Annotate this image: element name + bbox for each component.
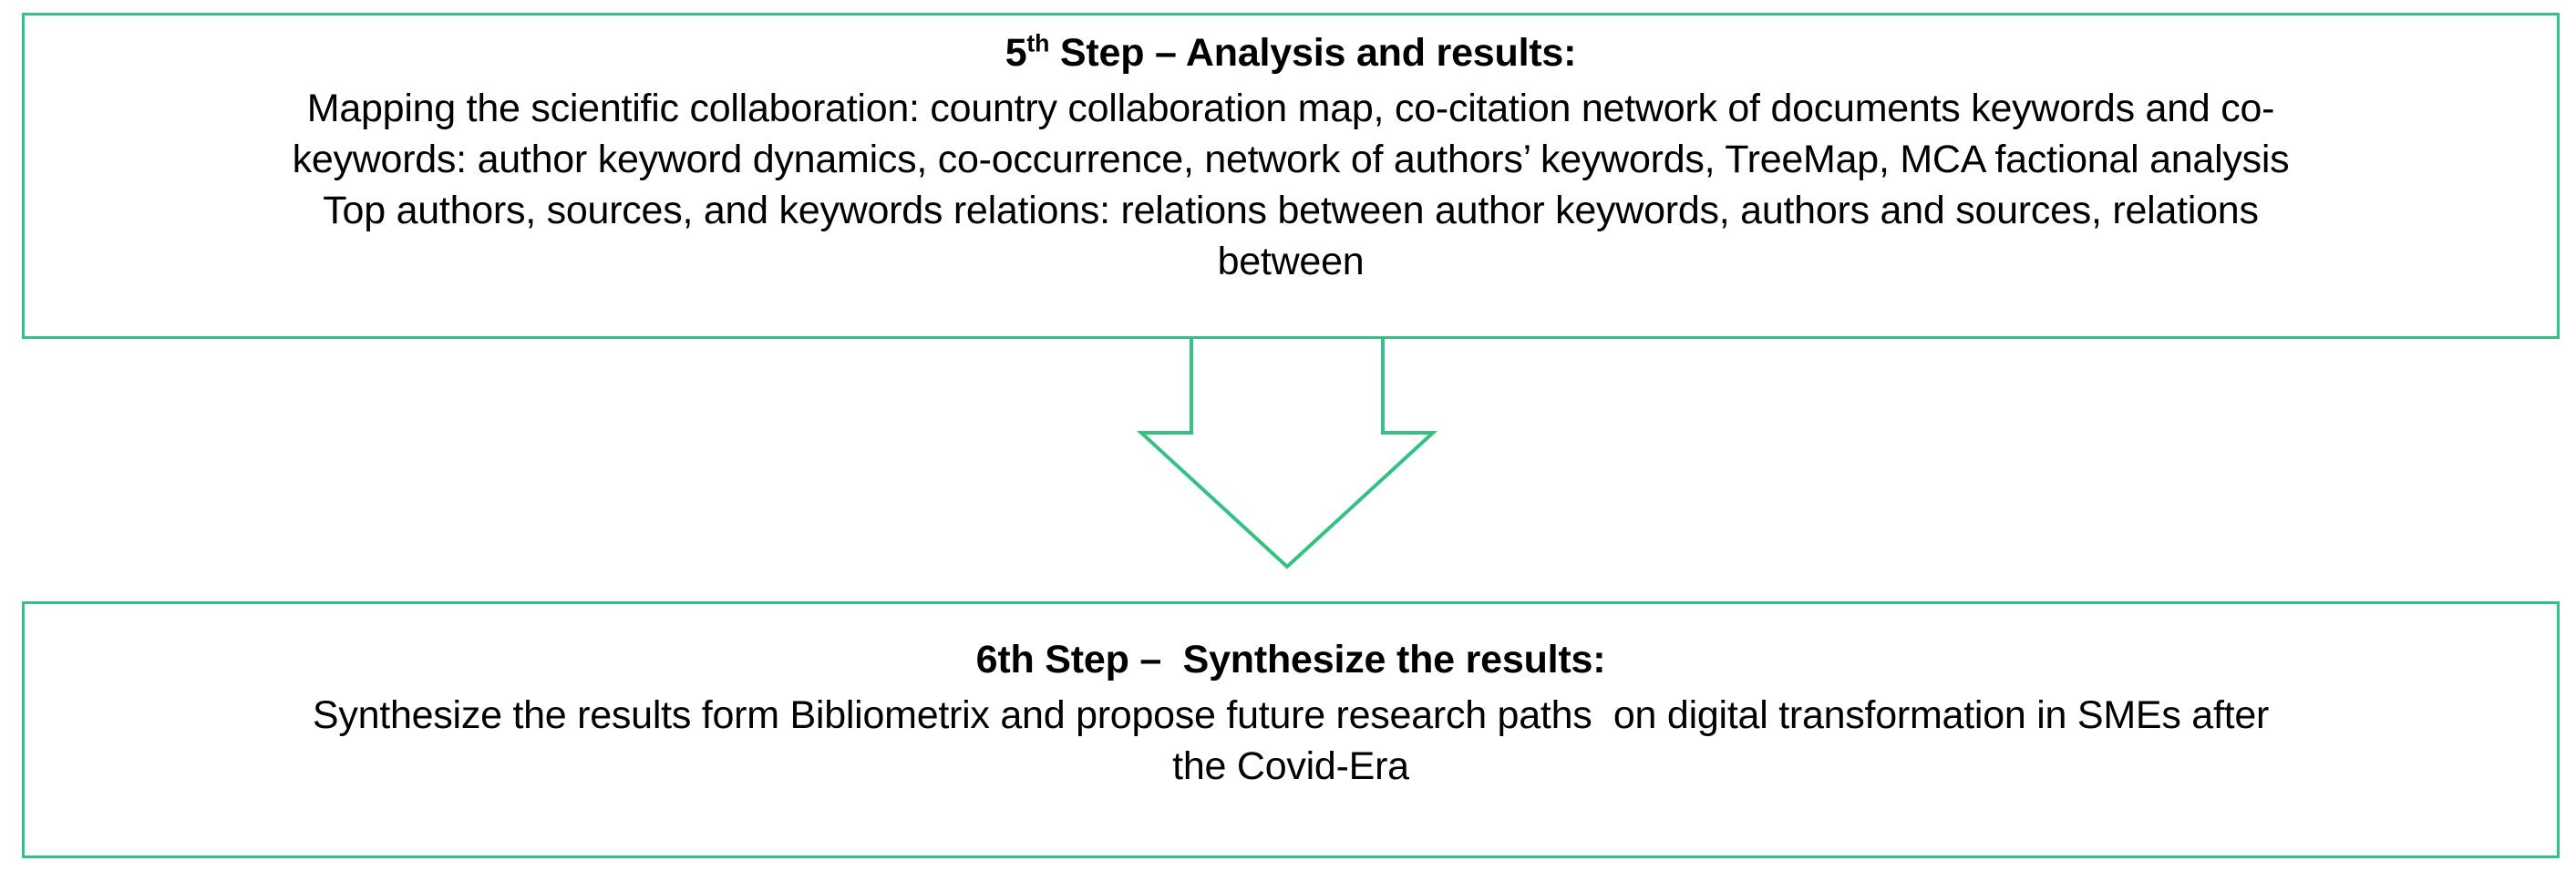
step-6-title-rest: Step – Synthesize the results:: [1034, 638, 1606, 681]
step-6-title-number: 6th: [975, 638, 1035, 681]
step-5-body-line-3: Top authors, sources, and keywords relat…: [323, 188, 2259, 232]
step-5-title: 5th Step – Analysis and results:: [48, 28, 2533, 78]
down-arrow-icon: [1137, 339, 1437, 576]
step-6-title: 6th Step – Synthesize the results:: [48, 635, 2533, 685]
step-6-body-line-1: Synthesize the results form Bibliometrix…: [312, 693, 2270, 738]
step-box-5: 5th Step – Analysis and results: Mapping…: [22, 13, 2560, 339]
step-5-body: Mapping the scientific collaboration: co…: [48, 84, 2533, 288]
step-6-body-line-2: the Covid-Era: [1172, 743, 1409, 788]
step-5-body-line-2: keywords: author keyword dynamics, co-oc…: [292, 137, 2290, 181]
step-box-6: 6th Step – Synthesize the results: Synth…: [22, 601, 2560, 858]
step-5-title-rest: Step – Analysis and results:: [1049, 31, 1577, 75]
step-5-body-line-1: Mapping the scientific collaboration: co…: [306, 87, 2275, 131]
step-5-title-number: 5: [1005, 31, 1027, 75]
step-5-title-ordinal-suffix: th: [1026, 29, 1050, 57]
step-5-body-line-4: between: [1217, 239, 1365, 283]
step-6-body: Synthesize the results form Bibliometrix…: [48, 691, 2533, 793]
